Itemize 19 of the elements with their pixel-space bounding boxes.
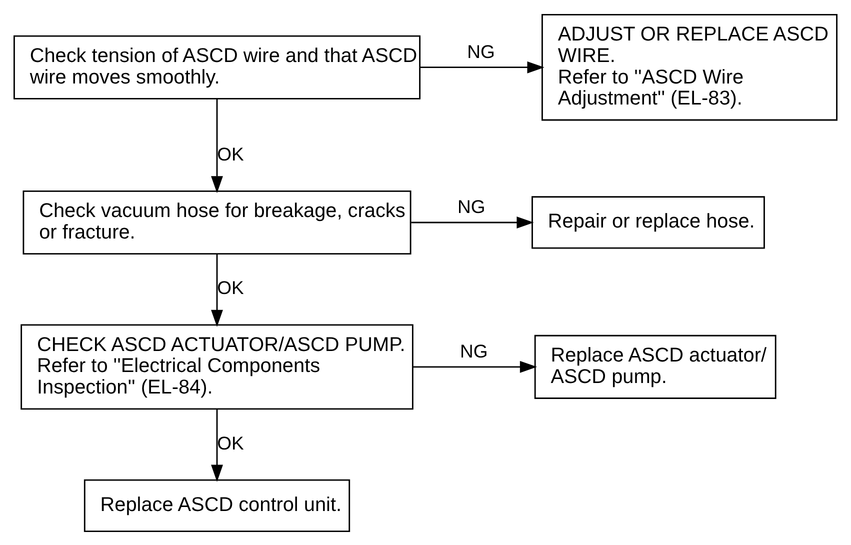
edge-label: OK (217, 276, 244, 298)
arrow (411, 216, 534, 228)
edge-label: NG (467, 40, 495, 62)
arrow (211, 98, 223, 193)
node-box: CHECK ASCD ACTUATOR/ASCD PUMP. Refer to ''Electrical Components Inspection'' (EL-84). (20, 324, 414, 410)
node-box: Check vacuum hose for breakage, cracks or fracture. (22, 190, 412, 254)
node-box: Replace ASCD actuator/ ASCD pump. (534, 334, 776, 398)
arrow (211, 408, 223, 482)
arrow (420, 60, 544, 73)
node-box: Replace ASCD control unit. (84, 478, 350, 532)
arrow (211, 253, 223, 326)
arrow (413, 360, 538, 372)
edge-label: NG (458, 196, 486, 217)
node-box: Check tension of ASCD wire and that ASCD wire moves smoothly. (13, 34, 421, 99)
edge-label: OK (217, 432, 244, 453)
edge-label: NG (460, 340, 488, 362)
edge-label: OK (217, 142, 244, 164)
node-box: ADJUST OR REPLACE ASCD WIRE. Refer to ''ASCD Wire Adjustment'' (EL-83). (541, 13, 838, 120)
node-box: Repair or replace hose. (532, 196, 765, 248)
